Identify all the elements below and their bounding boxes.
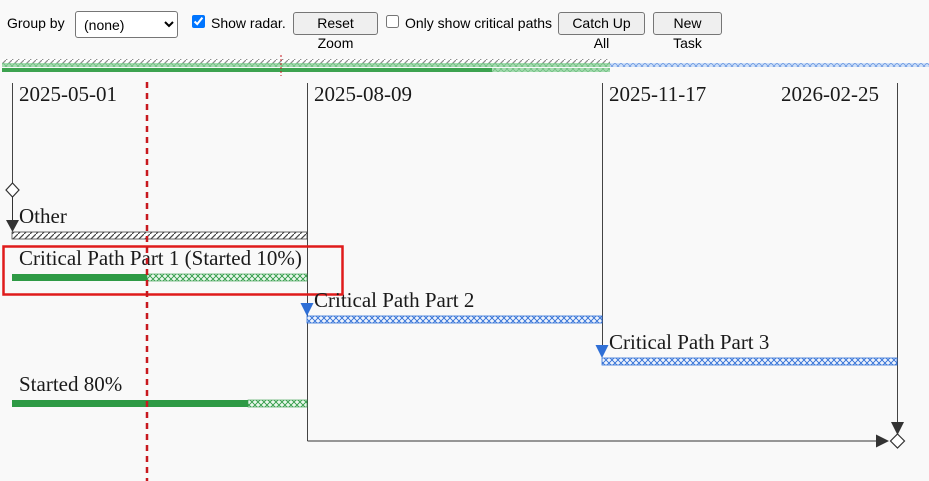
task-bar[interactable] xyxy=(11,231,308,240)
reset-zoom-button[interactable]: Reset Zoom xyxy=(293,12,378,51)
task-label: Critical Path Part 2 xyxy=(314,288,474,312)
task-label: Other xyxy=(19,204,67,228)
radar-bar-green-progress xyxy=(2,68,492,72)
show-radar-label: Show radar. xyxy=(211,15,286,31)
task-started-80[interactable]: Started 80% xyxy=(12,372,308,408)
selection-box xyxy=(2,245,344,296)
task-bar-remaining[interactable] xyxy=(146,273,308,282)
radar-bar-green-rest xyxy=(492,68,610,72)
start-milestone[interactable] xyxy=(5,182,20,232)
task-other[interactable]: Other xyxy=(11,204,308,240)
toolbar: Group by (none) Show radar. Reset Zoom O… xyxy=(0,0,929,51)
date-label: 2025-11-17 xyxy=(609,82,706,106)
dependency-arrow-icon xyxy=(891,422,904,435)
task-critical-path-part-1[interactable]: Critical Path Part 1 (Started 10%) xyxy=(2,245,344,296)
task-bar[interactable] xyxy=(601,357,898,366)
task-bar[interactable] xyxy=(306,315,603,324)
group-by-label: Group by xyxy=(7,15,65,31)
grid-lines xyxy=(12,83,898,441)
dependency-arrow-icon xyxy=(595,345,609,358)
end-milestone[interactable] xyxy=(307,422,906,449)
dependency-arrow-icon xyxy=(6,220,19,232)
task-critical-path-part-2[interactable]: Critical Path Part 2 xyxy=(306,288,603,324)
radar-bar-blue xyxy=(610,63,929,67)
date-label: 2025-05-01 xyxy=(19,82,117,106)
task-bar-progress[interactable] xyxy=(12,400,248,407)
date-label: 2026-02-25 xyxy=(781,82,879,106)
catch-up-all-button[interactable]: Catch Up All xyxy=(558,12,645,51)
critical-only-checkbox[interactable] xyxy=(386,15,399,28)
task-bar-remaining[interactable] xyxy=(247,399,308,408)
group-by-select[interactable]: (none) xyxy=(75,11,178,38)
new-task-button[interactable]: New Task xyxy=(653,12,722,51)
critical-only-label: Only show critical paths xyxy=(405,15,553,31)
radar-bar-gray xyxy=(2,59,610,63)
task-label: Critical Path Part 1 (Started 10%) xyxy=(19,246,302,270)
dependency-arrow-icon xyxy=(300,303,314,316)
task-label: Started 80% xyxy=(19,372,122,396)
task-critical-path-part-3[interactable]: Critical Path Part 3 xyxy=(601,330,898,366)
end-milestone-diamond[interactable] xyxy=(889,433,906,449)
radar-strip[interactable] xyxy=(2,55,929,76)
task-bar-progress[interactable] xyxy=(12,274,147,281)
show-radar-checkbox[interactable] xyxy=(192,15,205,28)
task-label: Critical Path Part 3 xyxy=(609,330,769,354)
start-milestone-diamond[interactable] xyxy=(5,182,20,198)
dependency-arrow-icon xyxy=(876,434,889,448)
date-label: 2025-08-09 xyxy=(314,82,412,106)
radar-bar-green xyxy=(2,63,610,67)
